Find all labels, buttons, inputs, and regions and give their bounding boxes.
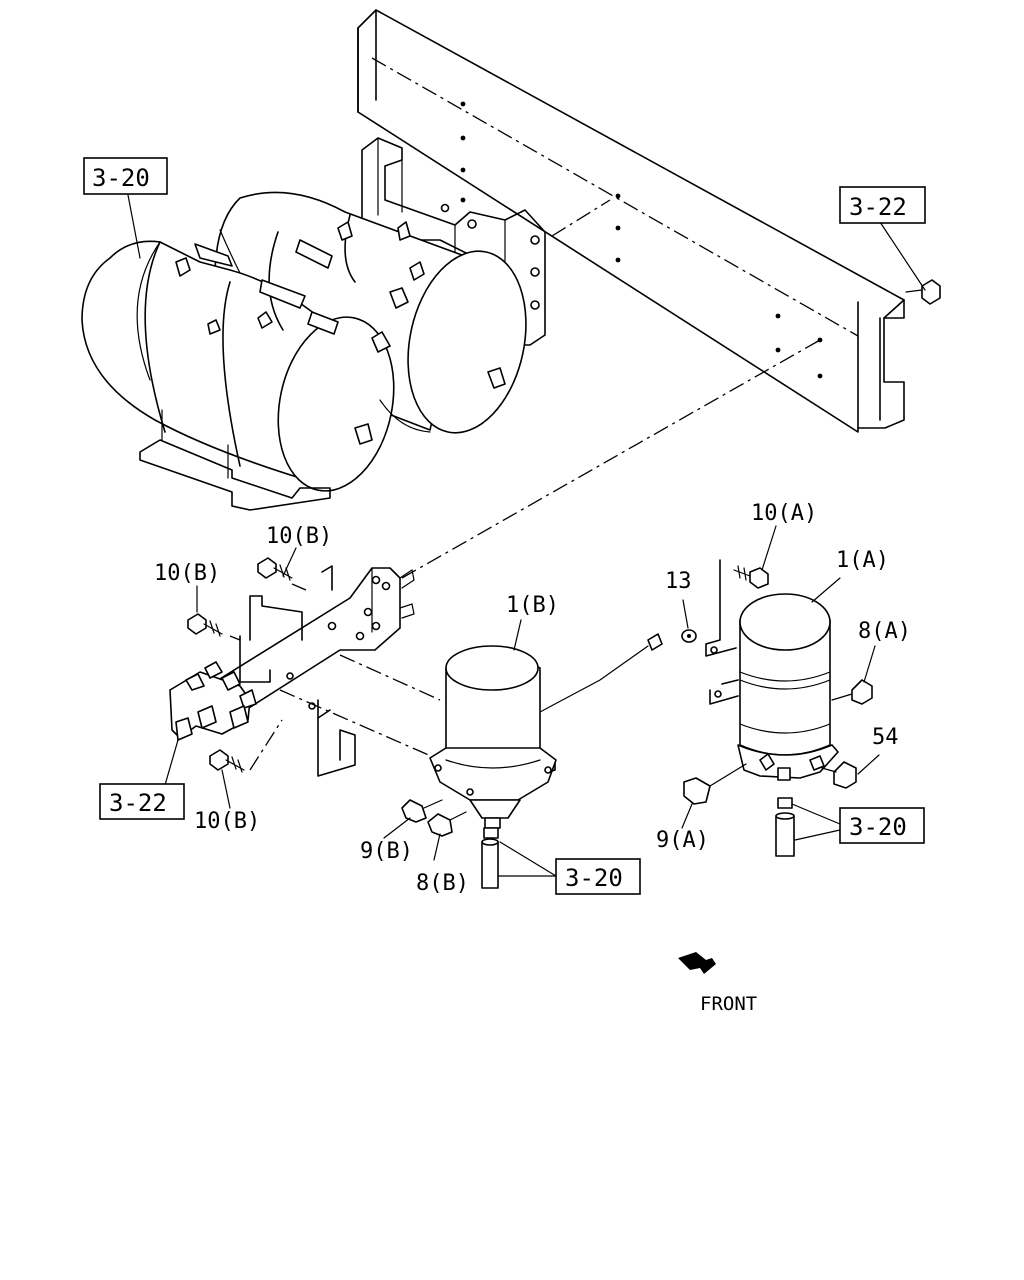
reference-box: 3-22 xyxy=(839,186,926,224)
reference-label: 3-20 xyxy=(849,813,907,841)
front-direction-indicator: FRONT xyxy=(678,952,757,1015)
air-tanks xyxy=(81,191,527,511)
callout-label: 13 xyxy=(665,569,692,594)
front-label: FRONT xyxy=(700,993,757,1015)
reference-box: 3-22 xyxy=(99,783,185,820)
reference-box: 3-20 xyxy=(555,858,641,895)
dryer-bracket xyxy=(169,557,415,777)
callout-label: 9(A) xyxy=(656,828,709,853)
dryer-b-alignment-line-2 xyxy=(279,689,441,761)
callout-label: 1(A) xyxy=(836,548,889,573)
callout-label: 8(A) xyxy=(858,619,911,644)
callout-label: 9(B) xyxy=(360,839,413,864)
callout-label: 10(B) xyxy=(266,524,332,549)
callout-label: 8(B) xyxy=(416,871,469,896)
air-dryer-a xyxy=(681,559,873,857)
reference-box: 3-20 xyxy=(839,807,925,844)
reference-label: 3-20 xyxy=(92,164,150,192)
callout-label: 54 xyxy=(872,725,899,750)
leader-lines xyxy=(127,194,926,877)
dryer-b-alignment-line-1 xyxy=(339,654,441,701)
callout-label: 10(A) xyxy=(751,501,817,526)
air-dryer-b xyxy=(401,633,663,889)
reference-label: 3-22 xyxy=(849,193,907,221)
reference-label: 3-22 xyxy=(109,789,167,817)
front-arrow-icon xyxy=(678,952,716,974)
callout-label: 1(B) xyxy=(506,593,559,618)
callout-label: 10(B) xyxy=(154,561,220,586)
frame-alignment-line xyxy=(401,339,821,579)
reference-box: 3-20 xyxy=(83,157,168,195)
reference-label: 3-20 xyxy=(565,864,623,892)
callout-label: 10(B) xyxy=(194,809,260,834)
